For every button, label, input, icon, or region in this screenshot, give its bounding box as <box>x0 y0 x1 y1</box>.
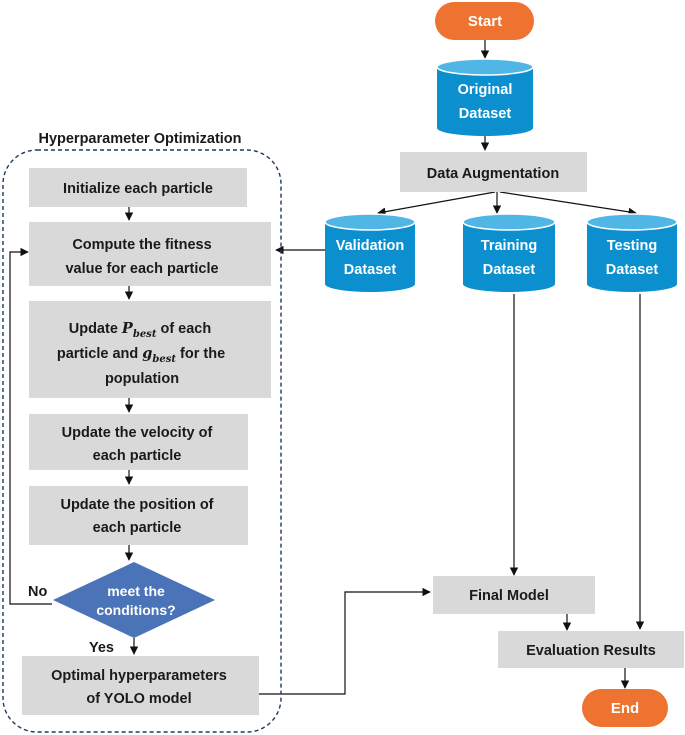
arrow-optimal-to-final-model <box>259 587 431 695</box>
hpo-dashed-frame <box>2 149 282 733</box>
data-augmentation-label: Data Augmentation <box>427 166 559 182</box>
compute-fitness-line2: value for each particle <box>65 261 218 277</box>
original-dataset-cylinder: Original Dataset <box>436 58 534 136</box>
update-best-line1-prefix: Update <box>69 321 122 337</box>
start-terminal: Start <box>435 2 534 40</box>
evaluation-results-box: Evaluation Results <box>498 631 684 668</box>
hpo-panel: Hyperparameter Optimization Initialize e… <box>2 131 282 733</box>
start-label: Start <box>468 13 502 30</box>
testing-dataset-line1: Testing <box>607 238 657 254</box>
evaluation-results-label: Evaluation Results <box>526 643 656 659</box>
testing-dataset-line2: Dataset <box>606 262 659 278</box>
update-best-line2: particle and gbest for the <box>57 345 225 365</box>
connectors <box>9 40 645 695</box>
update-best-box: Update Pbest of each particle and gbest … <box>29 301 271 398</box>
training-dataset-line1: Training <box>481 238 537 254</box>
compute-fitness-box: Compute the fitness value for each parti… <box>29 222 271 286</box>
init-particle-label: Initialize each particle <box>63 181 213 197</box>
end-terminal: End <box>582 689 668 727</box>
update-best-line2-suffix: for the <box>176 346 225 362</box>
arrow-augmentation-to-validation <box>377 191 496 216</box>
init-particle-box: Initialize each particle <box>29 168 247 207</box>
decision-line1: meet the <box>107 583 165 599</box>
validation-dataset-line1: Validation <box>336 238 405 254</box>
gbest-symbol: g <box>142 345 152 362</box>
original-dataset-line1: Original <box>458 82 513 98</box>
end-label: End <box>611 700 639 717</box>
final-model-label: Final Model <box>469 588 549 604</box>
data-augmentation-box: Data Augmentation <box>400 152 587 192</box>
decision-line2: conditions? <box>96 602 175 618</box>
validation-dataset-cylinder: Validation Dataset <box>324 213 416 292</box>
yes-label: Yes <box>89 640 114 656</box>
gbest-subscript: best <box>152 354 176 365</box>
optimal-hyperparameters-line2: of YOLO model <box>86 691 191 707</box>
arrow-augmentation-to-testing <box>499 191 637 216</box>
update-position-line2: each particle <box>93 520 182 536</box>
optimal-hyperparameters-line1: Optimal hyperparameters <box>51 668 227 684</box>
update-position-line1: Update the position of <box>60 497 213 513</box>
training-dataset-cylinder: Training Dataset <box>462 213 556 292</box>
update-velocity-line2: each particle <box>93 448 182 464</box>
testing-dataset-cylinder: Testing Dataset <box>586 213 678 292</box>
compute-fitness-line1: Compute the fitness <box>72 237 211 253</box>
arrow-no-loop-to-fitness <box>9 247 52 605</box>
original-dataset-line2: Dataset <box>459 106 512 122</box>
training-dataset-line2: Dataset <box>483 262 536 278</box>
pbest-symbol: P <box>121 320 134 337</box>
update-best-line1: Update Pbest of each <box>69 320 211 340</box>
update-velocity-line1: Update the velocity of <box>62 425 213 441</box>
no-label: No <box>28 584 47 600</box>
validation-dataset-line2: Dataset <box>344 262 397 278</box>
pbest-subscript: best <box>133 329 157 340</box>
update-position-box: Update the position of each particle <box>29 486 248 545</box>
update-best-line2-prefix: particle and <box>57 346 142 362</box>
decision-diamond: meet the conditions? <box>53 562 215 638</box>
optimal-hyperparameters-box: Optimal hyperparameters of YOLO model <box>22 656 259 715</box>
update-best-line3: population <box>105 371 179 387</box>
hpo-title: Hyperparameter Optimization <box>38 131 241 147</box>
update-velocity-box: Update the velocity of each particle <box>29 414 248 470</box>
final-model-box: Final Model <box>433 576 595 614</box>
update-best-line1-suffix: of each <box>156 321 211 337</box>
